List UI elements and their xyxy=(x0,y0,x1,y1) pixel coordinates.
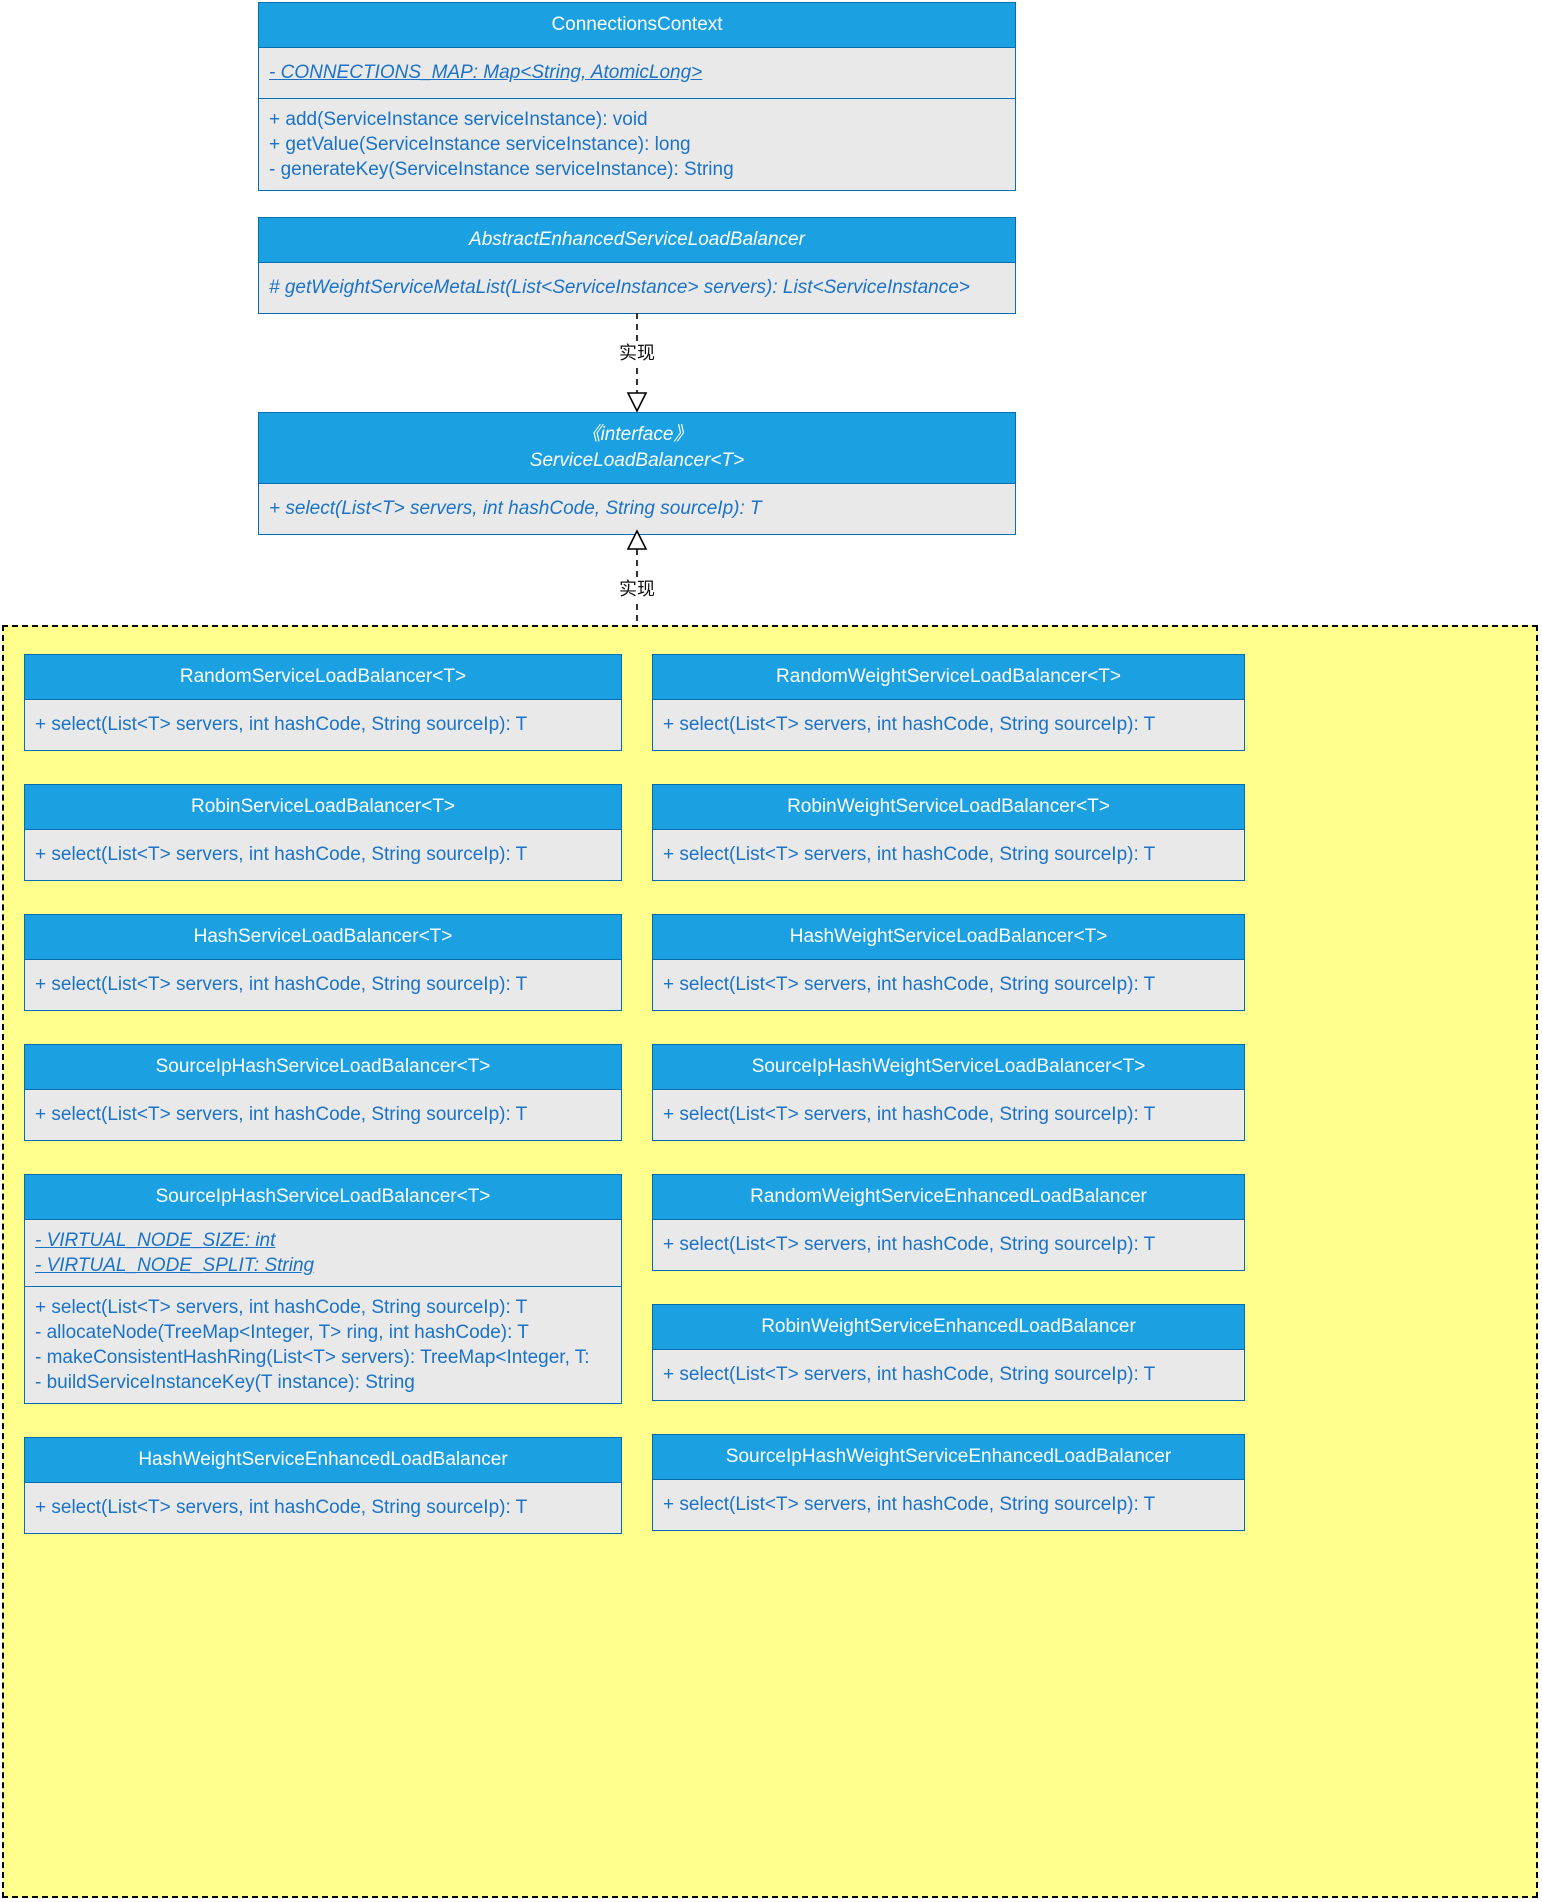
class-title: SourceIpHashWeightServiceLoadBalancer<T> xyxy=(653,1045,1244,1089)
class-title: SourceIpHashServiceLoadBalancer<T> xyxy=(25,1045,621,1089)
class-title: RandomWeightServiceLoadBalancer<T> xyxy=(653,655,1244,699)
method: + select(List<T> servers, int hashCode, … xyxy=(35,1297,528,1318)
class-hash-weight-service-enhanced-load-balancer: HashWeightServiceEnhancedLoadBalancer + … xyxy=(24,1437,622,1534)
method: + select(List<T> servers, int hashCode, … xyxy=(663,1364,1156,1385)
class-methods: + select(List<T> servers, int hashCode, … xyxy=(25,1482,621,1533)
method: + select(List<T> servers, int hashCode, … xyxy=(35,1104,528,1125)
field: - CONNECTIONS_MAP: Map<String, AtomicLon… xyxy=(269,62,703,83)
method: - makeConsistentHashRing(List<T> servers… xyxy=(35,1347,590,1368)
class-methods: # getWeightServiceMetaList(List<ServiceI… xyxy=(259,262,1015,313)
stereotype: 《interface》 xyxy=(581,424,693,445)
method: + select(List<T> servers, int hashCode, … xyxy=(35,1497,528,1518)
class-methods: + select(List<T> servers, int hashCode, … xyxy=(259,483,1015,534)
realization-label-bottom: 实现 xyxy=(607,578,667,600)
class-robin-weight-service-load-balancer: RobinWeightServiceLoadBalancer<T> + sele… xyxy=(652,784,1245,881)
method: + getValue(ServiceInstance serviceInstan… xyxy=(269,134,691,155)
class-methods: + select(List<T> servers, int hashCode, … xyxy=(653,1219,1244,1270)
realization-arrow-bottom xyxy=(626,529,648,625)
class-robin-service-load-balancer: RobinServiceLoadBalancer<T> + select(Lis… xyxy=(24,784,622,881)
class-methods: + select(List<T> servers, int hashCode, … xyxy=(653,959,1244,1010)
class-source-ip-hash-service-load-balancer-detailed: SourceIpHashServiceLoadBalancer<T> - VIR… xyxy=(24,1174,622,1404)
implementations-column-right: RandomWeightServiceLoadBalancer<T> + sel… xyxy=(652,654,1245,1531)
class-title: HashWeightServiceEnhancedLoadBalancer xyxy=(25,1438,621,1482)
class-fields: - CONNECTIONS_MAP: Map<String, AtomicLon… xyxy=(259,47,1015,98)
class-title: RobinWeightServiceLoadBalancer<T> xyxy=(653,785,1244,829)
class-random-weight-service-enhanced-load-balancer: RandomWeightServiceEnhancedLoadBalancer … xyxy=(652,1174,1245,1271)
class-source-ip-hash-weight-service-load-balancer: SourceIpHashWeightServiceLoadBalancer<T>… xyxy=(652,1044,1245,1141)
class-title: AbstractEnhancedServiceLoadBalancer xyxy=(259,218,1015,262)
method: + select(List<T> servers, int hashCode, … xyxy=(663,1234,1156,1255)
method: + select(List<T> servers, int hashCode, … xyxy=(663,844,1156,865)
class-title: 《interface》 ServiceLoadBalancer<T> xyxy=(259,413,1015,483)
class-abstract-enhanced-service-load-balancer: AbstractEnhancedServiceLoadBalancer # ge… xyxy=(258,217,1016,314)
class-title: HashServiceLoadBalancer<T> xyxy=(25,915,621,959)
method: + select(List<T> servers, int hashCode, … xyxy=(663,1494,1156,1515)
class-methods: + add(ServiceInstance serviceInstance): … xyxy=(259,98,1015,190)
class-methods: + select(List<T> servers, int hashCode, … xyxy=(653,829,1244,880)
class-source-ip-hash-service-load-balancer: SourceIpHashServiceLoadBalancer<T> + sel… xyxy=(24,1044,622,1141)
method: + add(ServiceInstance serviceInstance): … xyxy=(269,109,648,130)
field: - VIRTUAL_NODE_SIZE: int xyxy=(35,1230,276,1251)
method: - allocateNode(TreeMap<Integer, T> ring,… xyxy=(35,1322,529,1343)
class-methods: + select(List<T> servers, int hashCode, … xyxy=(25,829,621,880)
implementations-column-left: RandomServiceLoadBalancer<T> + select(Li… xyxy=(24,654,622,1534)
class-methods: + select(List<T> servers, int hashCode, … xyxy=(653,1349,1244,1400)
class-methods: + select(List<T> servers, int hashCode, … xyxy=(25,1286,621,1403)
class-title: RobinServiceLoadBalancer<T> xyxy=(25,785,621,829)
method: - generateKey(ServiceInstance serviceIns… xyxy=(269,159,734,180)
method: + select(List<T> servers, int hashCode, … xyxy=(269,498,762,519)
method: + select(List<T> servers, int hashCode, … xyxy=(35,844,528,865)
class-methods: + select(List<T> servers, int hashCode, … xyxy=(653,1089,1244,1140)
class-hash-weight-service-load-balancer: HashWeightServiceLoadBalancer<T> + selec… xyxy=(652,914,1245,1011)
class-source-ip-hash-weight-service-enhanced-load-balancer: SourceIpHashWeightServiceEnhancedLoadBal… xyxy=(652,1434,1245,1531)
class-fields: - VIRTUAL_NODE_SIZE: int - VIRTUAL_NODE_… xyxy=(25,1219,621,1286)
class-methods: + select(List<T> servers, int hashCode, … xyxy=(653,1479,1244,1530)
class-title: RobinWeightServiceEnhancedLoadBalancer xyxy=(653,1305,1244,1349)
realization-arrow-top xyxy=(626,313,648,413)
interface-name: ServiceLoadBalancer<T> xyxy=(529,450,745,471)
class-methods: + select(List<T> servers, int hashCode, … xyxy=(25,699,621,750)
class-title: HashWeightServiceLoadBalancer<T> xyxy=(653,915,1244,959)
class-title: RandomWeightServiceEnhancedLoadBalancer xyxy=(653,1175,1244,1219)
method: + select(List<T> servers, int hashCode, … xyxy=(663,714,1156,735)
class-title: RandomServiceLoadBalancer<T> xyxy=(25,655,621,699)
class-methods: + select(List<T> servers, int hashCode, … xyxy=(25,959,621,1010)
field: - VIRTUAL_NODE_SPLIT: String xyxy=(35,1255,315,1276)
class-random-service-load-balancer: RandomServiceLoadBalancer<T> + select(Li… xyxy=(24,654,622,751)
class-title: SourceIpHashServiceLoadBalancer<T> xyxy=(25,1175,621,1219)
class-title: SourceIpHashWeightServiceEnhancedLoadBal… xyxy=(653,1435,1244,1479)
class-random-weight-service-load-balancer: RandomWeightServiceLoadBalancer<T> + sel… xyxy=(652,654,1245,751)
method: + select(List<T> servers, int hashCode, … xyxy=(663,974,1156,995)
class-robin-weight-service-enhanced-load-balancer: RobinWeightServiceEnhancedLoadBalancer +… xyxy=(652,1304,1245,1401)
class-methods: + select(List<T> servers, int hashCode, … xyxy=(653,699,1244,750)
realization-label-top: 实现 xyxy=(607,342,667,364)
class-title: ConnectionsContext xyxy=(259,3,1015,47)
method: + select(List<T> servers, int hashCode, … xyxy=(663,1104,1156,1125)
method: + select(List<T> servers, int hashCode, … xyxy=(35,974,528,995)
implementations-group: RandomServiceLoadBalancer<T> + select(Li… xyxy=(2,625,1538,1898)
method: # getWeightServiceMetaList(List<ServiceI… xyxy=(269,277,970,298)
interface-service-load-balancer: 《interface》 ServiceLoadBalancer<T> + sel… xyxy=(258,412,1016,535)
class-connections-context: ConnectionsContext - CONNECTIONS_MAP: Ma… xyxy=(258,2,1016,191)
method: + select(List<T> servers, int hashCode, … xyxy=(35,714,528,735)
class-methods: + select(List<T> servers, int hashCode, … xyxy=(25,1089,621,1140)
class-hash-service-load-balancer: HashServiceLoadBalancer<T> + select(List… xyxy=(24,914,622,1011)
method: - buildServiceInstanceKey(T instance): S… xyxy=(35,1372,415,1393)
